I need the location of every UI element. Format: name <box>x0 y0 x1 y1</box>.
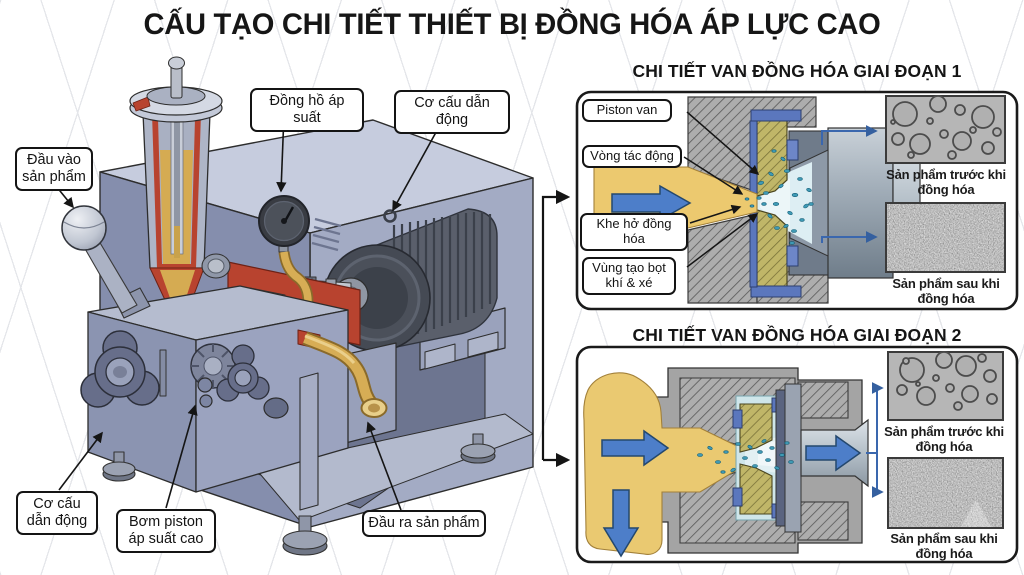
pump-cylinder-cutaway <box>129 56 231 321</box>
stage1-photo-before <box>885 95 1006 164</box>
lifting-eye-icon <box>383 209 397 223</box>
outlet-trace-lines <box>866 382 884 498</box>
label-cavitation-zone: Vùng tạo bọt khí & xé <box>582 257 676 295</box>
knurled-knob-icon <box>190 343 236 389</box>
callout-pressure-gauge: Đồng hồ áp suất <box>250 88 364 132</box>
homogenizer-illustration <box>55 56 534 556</box>
stage1-title: CHI TIẾT VAN ĐỒNG HÓA GIAI ĐOẠN 1 <box>632 61 962 81</box>
stage2-after-caption: Sản phẩm sau khi đồng hóa <box>890 531 998 562</box>
label-impact-ring: Vòng tác động <box>582 145 682 168</box>
inlet-lever <box>61 205 151 319</box>
stage1-panel <box>575 90 1019 311</box>
droplet-spray <box>744 149 814 245</box>
page-title: CẤU TẠO CHI TIẾT THIẾT BỊ ĐỒNG HÓA ÁP LỰ… <box>143 8 881 41</box>
flow-arrow-icon <box>611 184 692 222</box>
outlet-trace-lines <box>821 125 878 243</box>
vent-slats-icon <box>311 217 342 252</box>
callout-drive-mechanism-bottom: Cơ cấu dẫn động <box>16 491 98 535</box>
stage2-photo-before <box>887 351 1004 421</box>
stage2-title: CHI TIẾT VAN ĐỒNG HÓA GIAI ĐOẠN 2 <box>632 325 962 345</box>
callout-product-outlet: Đầu ra sản phẩm <box>362 510 486 537</box>
handwheel-icon <box>80 330 160 408</box>
label-homogenizing-gap: Khe hở đồng hóa <box>580 213 688 251</box>
callout-high-pressure-pump: Bơm piston áp suất cao <box>116 509 216 553</box>
stage2-panel <box>575 345 1019 564</box>
flow-arrow-icon <box>601 429 862 558</box>
tri-knob-icon <box>216 344 270 402</box>
pressure-gauge <box>258 195 314 303</box>
stage1-pointers <box>683 111 760 268</box>
callout-product-inlet: Đầu vào sản phẩm <box>15 147 93 191</box>
stage1-photo-after <box>885 202 1006 273</box>
stage2-photo-after <box>887 457 1004 529</box>
stage1-before-caption: Sản phẩm trước khi đồng hóa <box>886 167 1006 198</box>
stage1-after-caption: Sản phẩm sau khi đồng hóa <box>892 276 1000 307</box>
machine-feet <box>102 433 496 556</box>
label-piston-valve: Piston van <box>582 99 672 122</box>
outlet-pipe <box>297 329 388 418</box>
callout-drive-mechanism-top: Cơ cấu dẫn động <box>394 90 510 134</box>
stage2-before-caption: Sản phẩm trước khi đồng hóa <box>884 424 1004 455</box>
panel-connector <box>541 189 571 468</box>
droplet-spray <box>697 439 794 474</box>
